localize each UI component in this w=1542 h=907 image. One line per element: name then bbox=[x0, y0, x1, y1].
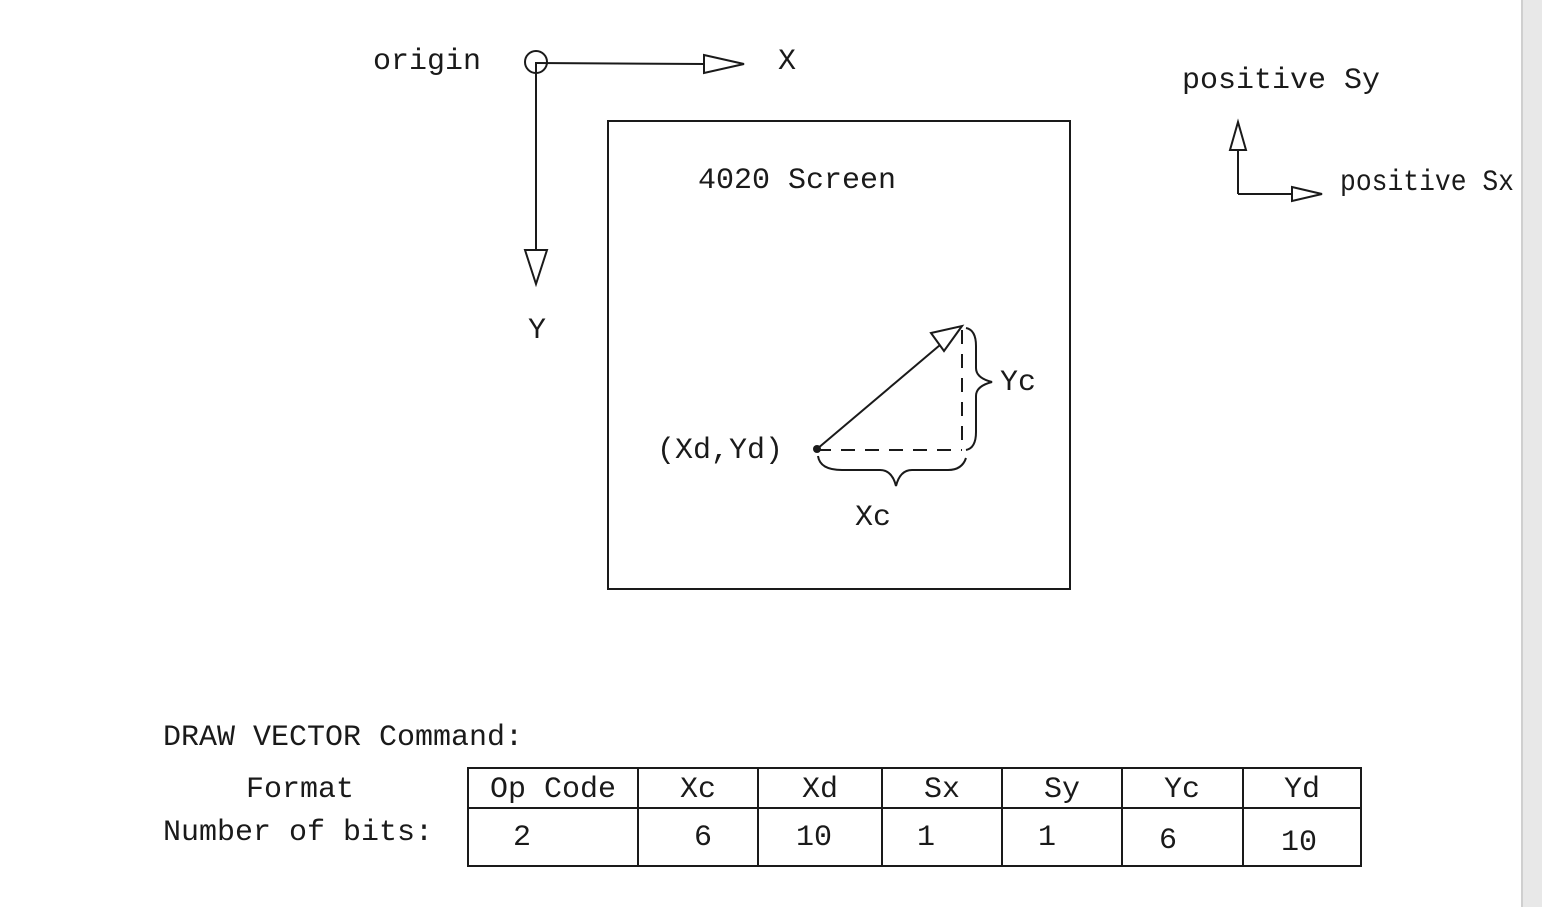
vector-construction: (Xd,Yd) Xc Yc bbox=[657, 324, 1036, 535]
field-header-cell: Sx bbox=[924, 773, 960, 807]
positive-sx-arrowhead bbox=[1291, 185, 1323, 203]
xc-label: Xc bbox=[855, 501, 891, 535]
screen-label: 4020 Screen bbox=[698, 164, 896, 198]
y-axis-label: Y bbox=[528, 314, 546, 348]
bit-count-cell: 10 bbox=[796, 821, 832, 855]
origin-label: origin bbox=[373, 45, 481, 79]
field-header-cell: Op Code bbox=[490, 773, 616, 807]
sign-convention: positive Sy positive Sx bbox=[1182, 64, 1514, 203]
yc-label: Yc bbox=[1000, 366, 1036, 400]
format-label: Format bbox=[246, 773, 354, 807]
x-axis-line bbox=[535, 62, 706, 65]
positive-sy-label: positive Sy bbox=[1182, 64, 1380, 98]
bit-count-cell: 6 bbox=[1159, 824, 1177, 858]
bit-count-cell: 10 bbox=[1281, 826, 1317, 860]
yc-brace bbox=[965, 327, 993, 451]
x-axis-arrowhead bbox=[703, 53, 745, 75]
table-border bbox=[467, 767, 1362, 867]
screen-box bbox=[607, 120, 1071, 590]
bit-count-cell: 1 bbox=[1038, 821, 1056, 855]
bits-label: Number of bits: bbox=[163, 816, 433, 850]
command-title: DRAW VECTOR Command: bbox=[163, 721, 523, 755]
x-axis-label: X bbox=[778, 45, 796, 79]
positive-sx-word: positive Sx bbox=[1340, 166, 1514, 200]
start-point-label: (Xd,Yd) bbox=[657, 434, 783, 468]
vector-arrowhead bbox=[929, 324, 965, 353]
page-edge-shadow bbox=[1522, 0, 1542, 907]
positive-sy-arrowhead bbox=[1228, 118, 1248, 151]
bit-count-cell: 2 bbox=[513, 821, 531, 855]
field-header-cell: Xc bbox=[680, 773, 716, 807]
vector-line bbox=[816, 344, 941, 450]
y-axis-arrowhead bbox=[523, 249, 549, 288]
field-header-cell: Yd bbox=[1284, 773, 1320, 807]
command-format: DRAW VECTOR Command: Format Number of bi… bbox=[163, 721, 1362, 867]
bit-count-cell: 6 bbox=[694, 821, 712, 855]
field-header-cell: Sy bbox=[1044, 773, 1080, 807]
xc-brace bbox=[817, 455, 967, 487]
format-table: Op Code Xc Xd Sx Sy Yc Yd 2 6 10 1 1 6 1… bbox=[467, 767, 1362, 867]
bit-count-cell: 1 bbox=[917, 821, 935, 855]
field-header-cell: Yc bbox=[1164, 773, 1200, 807]
screen-frame: 4020 Screen bbox=[607, 120, 1071, 590]
coordinate-axes: origin X Y bbox=[373, 45, 796, 348]
field-header-cell: Xd bbox=[802, 773, 838, 807]
